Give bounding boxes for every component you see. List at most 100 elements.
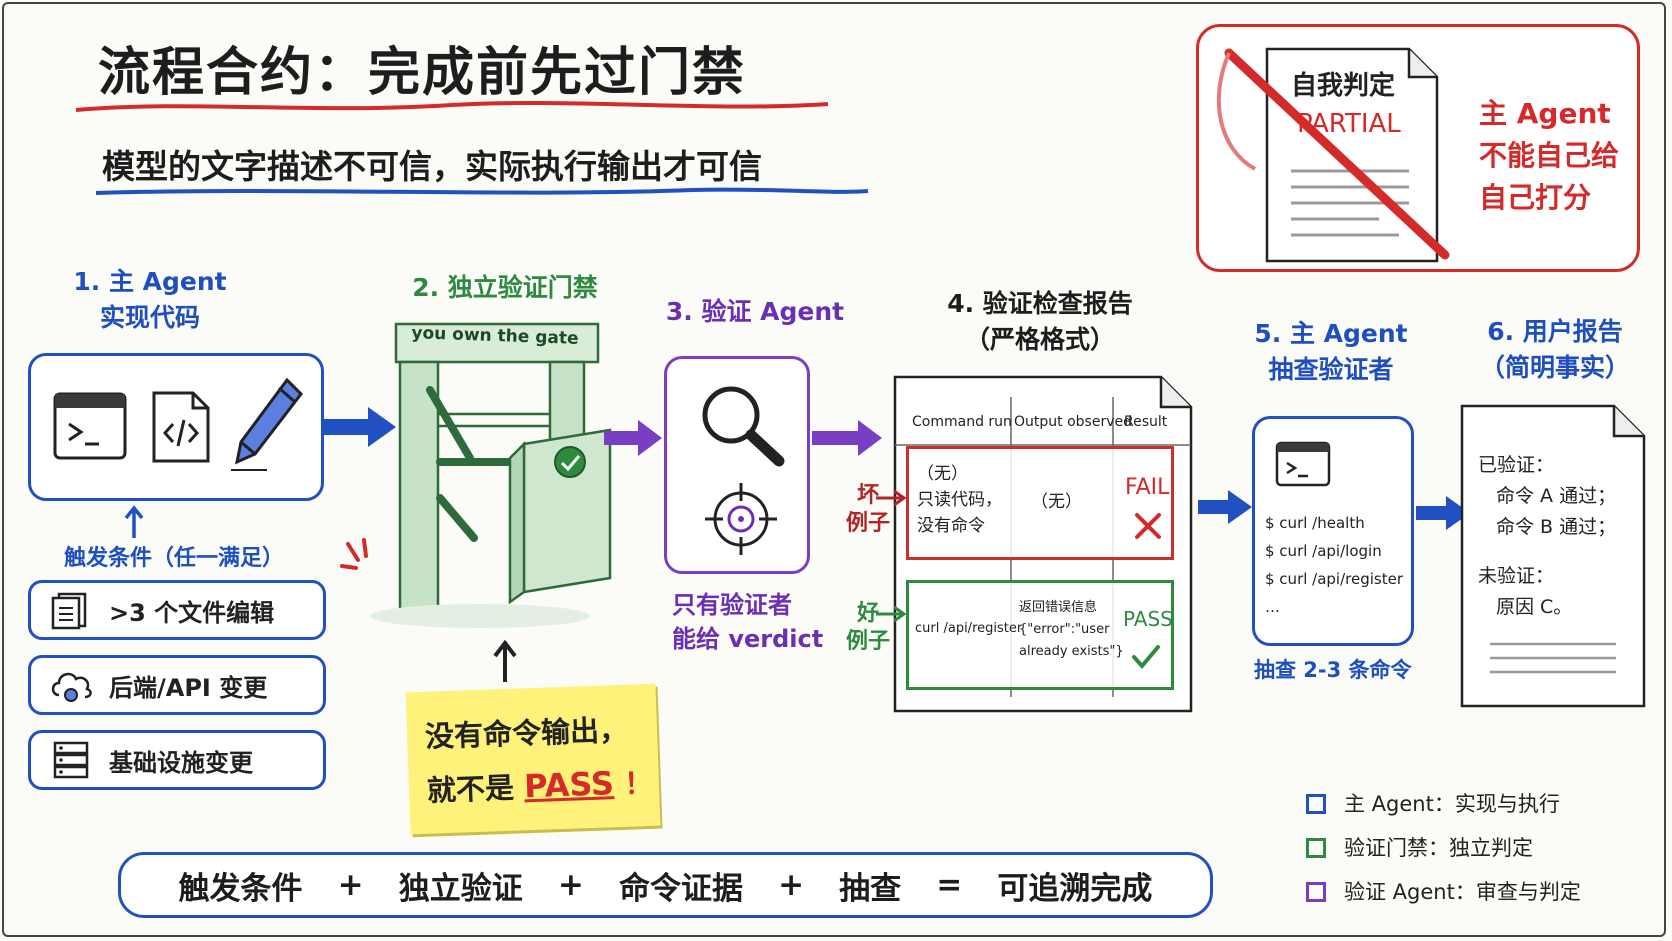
bad-command-cell: （无） 只读代码， 没有命令	[917, 461, 1002, 539]
spot-command-1: $ curl /health	[1265, 514, 1365, 532]
formula-op-plus-1: +	[337, 867, 364, 903]
flow-arrow-3	[812, 420, 882, 456]
col-output: Output observed	[1014, 414, 1132, 430]
pass-check-icon	[1132, 645, 1160, 670]
unverified-item-c: 原因 C。	[1496, 596, 1573, 618]
user-report-content: 已验证： 命令 A 通过； 命令 B 通过； 未验证： 原因 C。	[1478, 450, 1616, 623]
trigger-item-infra: 基础设施变更	[28, 730, 326, 790]
sticky-line-2: 就不是 PASS ！	[426, 760, 654, 810]
bad-example-row: （无） 只读代码， 没有命令 （无） FAIL	[906, 446, 1174, 560]
legend-label-gate: 验证门禁：独立判定	[1344, 836, 1533, 860]
subtitle-underline	[95, 187, 869, 195]
good-label-2: 例子	[846, 629, 891, 654]
bad-result: FAIL	[1125, 475, 1170, 500]
stage-6-subtitle: （简明事实）	[1479, 353, 1630, 382]
report-spacer	[1478, 543, 1616, 561]
flow-arrow-4	[1198, 490, 1252, 524]
warning-line-1: 主 Agent	[1479, 97, 1611, 130]
stage-5-label: 5. 主 Agent 抽查验证者	[1236, 316, 1426, 388]
verification-gate-icon	[370, 322, 612, 628]
good-pointer-arrow	[876, 605, 907, 623]
bad-label-2: 例子	[846, 511, 891, 536]
legend-swatch-purple	[1306, 882, 1326, 902]
legend-gate: 验证门禁：独立判定	[1306, 826, 1581, 870]
implementation-box	[28, 353, 324, 501]
self-grading-warning: 自我判定 PARTIAL 主 Agent 不能自己给 自己打分	[1196, 24, 1640, 272]
verified-item-b: 命令 B 通过；	[1496, 516, 1617, 538]
sticky-note: 没有命令输出， 就不是 PASS ！	[405, 683, 661, 835]
stage-1-label: 1. 主 Agent 实现代码	[55, 264, 245, 336]
bad-label-1: 坏	[857, 483, 880, 508]
bad-command-line-1: （无）	[917, 464, 968, 484]
terminal-icon	[1275, 441, 1331, 487]
target-icon	[705, 483, 777, 555]
verifier-caption-2: 能给 verdict	[672, 625, 824, 653]
trigger-item-files: >3 个文件编辑	[28, 580, 326, 640]
pencil-icon	[231, 377, 303, 471]
good-command-cell: curl /api/register	[915, 621, 1023, 636]
stage-4-subtitle: （严格格式）	[964, 325, 1115, 354]
verifier-agent-box	[664, 356, 810, 574]
trigger-label-infra: 基础设施变更	[109, 748, 253, 777]
bad-command-line-3: 没有命令	[917, 516, 985, 536]
stage-3-label: 3. 验证 Agent	[665, 297, 845, 326]
page-title: 流程合约：完成前先过门禁	[98, 43, 747, 103]
warning-text: 主 Agent 不能自己给 自己打分	[1479, 93, 1619, 219]
good-output-line-2: {"error":"user	[1019, 622, 1110, 637]
sticky-prefix: 就不是	[426, 770, 515, 808]
bad-pointer-arrow	[876, 489, 907, 507]
legend-swatch-blue	[1306, 794, 1326, 814]
spot-check-commands: $ curl /health $ curl /api/login $ curl …	[1265, 509, 1403, 621]
spot-check-caption: 抽查 2-3 条命令	[1254, 658, 1412, 682]
spot-command-more: …	[1265, 598, 1280, 616]
good-label-1: 好	[857, 601, 880, 626]
verifier-caption: 只有验证者 能给 verdict	[672, 588, 823, 656]
stage-6-title: 6. 用户报告	[1487, 317, 1623, 346]
flow-arrow-5	[1416, 496, 1470, 530]
strike-through-icon	[1216, 48, 1450, 260]
sticky-line-1: 没有命令输出，	[424, 712, 629, 754]
good-example-row: curl /api/register 返回错误信息 {"error":"user…	[906, 580, 1174, 690]
good-result: PASS	[1123, 607, 1173, 631]
formula-op-plus-2: +	[557, 867, 584, 903]
formula-term-independent: 独立验证	[398, 870, 523, 907]
verifier-caption-1: 只有验证者	[672, 591, 792, 619]
doc-title: 自我判定	[1291, 71, 1396, 101]
warning-line-3: 自己打分	[1479, 181, 1592, 214]
files-icon	[51, 592, 87, 630]
trigger-item-api: 后端/API 变更	[28, 655, 326, 715]
spot-command-2: $ curl /api/login	[1265, 542, 1382, 560]
formula-term-result: 可追溯完成	[997, 870, 1153, 907]
trigger-up-arrow	[124, 505, 144, 538]
cloud-gear-icon	[51, 672, 92, 702]
trigger-label-api: 后端/API 变更	[109, 673, 268, 702]
alert-marks-icon	[340, 538, 368, 570]
good-example-label: 好 例子	[846, 600, 890, 656]
legend-verifier: 验证 Agent：审查与判定	[1306, 870, 1581, 914]
good-output-line-1: 返回错误信息	[1019, 600, 1098, 615]
warning-line-2: 不能自己给	[1479, 139, 1620, 172]
stage-1-title: 1. 主 Agent	[73, 267, 227, 296]
flow-arrow-2	[604, 420, 662, 456]
terminal-icon	[53, 392, 127, 460]
page-subtitle: 模型的文字描述不可信，实际执行输出才可信	[102, 147, 762, 186]
col-result: Result	[1124, 414, 1168, 430]
trigger-heading: 触发条件（任一满足）	[64, 546, 285, 571]
sticky-up-arrow	[493, 640, 517, 682]
stage-4-title: 4. 验证检查报告	[947, 289, 1133, 318]
good-output-cell: 返回错误信息 {"error":"user already exists"}	[1019, 597, 1124, 663]
stage-1-subtitle: 实现代码	[99, 303, 200, 332]
bad-command-line-2: 只读代码，	[917, 490, 1002, 510]
fail-x-icon	[1135, 513, 1161, 539]
title-underline	[75, 100, 829, 112]
user-report-sheet	[1460, 404, 1646, 708]
formula-term-spot-check: 抽查	[839, 870, 902, 907]
stage-5-title: 5. 主 Agent	[1254, 319, 1408, 348]
check-icon	[554, 446, 586, 478]
verified-heading: 已验证：	[1478, 454, 1555, 476]
bad-output-cell: （无）	[1031, 492, 1082, 512]
legend-main-agent: 主 Agent：实现与执行	[1306, 782, 1581, 826]
formula-op-equals: =	[936, 867, 963, 903]
bad-example-label: 坏 例子	[846, 482, 890, 538]
magnifier-icon	[702, 386, 785, 467]
